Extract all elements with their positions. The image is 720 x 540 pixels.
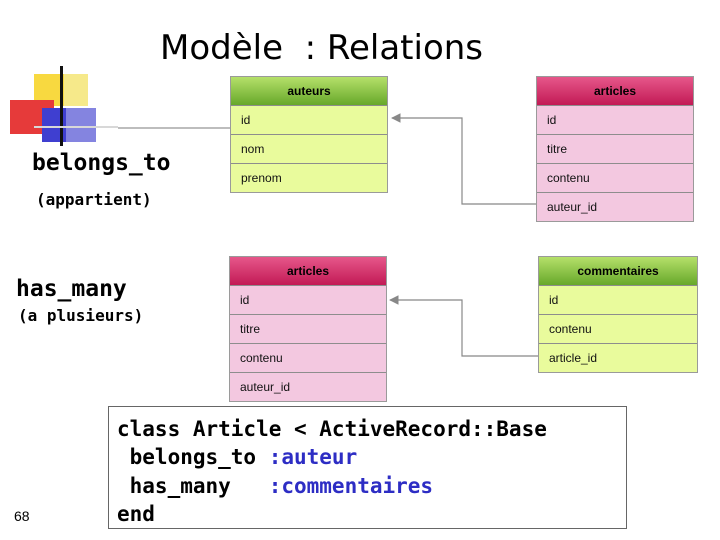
has-many-label: has_many [16, 276, 127, 302]
code-snippet: class Article < ActiveRecord::Base belon… [108, 406, 627, 529]
table-field: prenom [231, 163, 387, 192]
table-field: contenu [537, 163, 693, 192]
table-auteurs: auteurs id nom prenom [230, 76, 388, 193]
code-line-4: end [117, 502, 155, 526]
table-field: id [537, 105, 693, 134]
table-field: auteur_id [230, 372, 386, 401]
table-field: id [539, 285, 697, 314]
table-header: auteurs [231, 77, 387, 105]
table-articles: articles id titre contenu auteur_id [536, 76, 694, 222]
code-line-1: class Article < ActiveRecord::Base [117, 417, 547, 441]
table-commentaires: commentaires id contenu article_id [538, 256, 698, 373]
table-field: article_id [539, 343, 697, 372]
page-title: Modèle : Relations [160, 28, 484, 68]
belongs-to-sublabel-text: (appartient) [36, 190, 152, 209]
table-field: id [231, 105, 387, 134]
code-line-3: has_many :commentaires [117, 474, 433, 498]
table-field: contenu [539, 314, 697, 343]
table-articles-2: articles id titre contenu auteur_id [229, 256, 387, 402]
code-keyword: belongs_to [117, 445, 269, 469]
table-field: nom [231, 134, 387, 163]
table-field: auteur_id [537, 192, 693, 221]
code-keyword: has_many [117, 474, 269, 498]
table-header: articles [537, 77, 693, 105]
table-header: commentaires [539, 257, 697, 285]
code-symbol: :auteur [268, 445, 358, 469]
belongs-to-label: belongs_to [32, 150, 171, 176]
decorative-logo [8, 66, 118, 146]
page-number: 68 [14, 508, 30, 524]
auteur-id-arrow [391, 113, 536, 205]
has-many-sublabel: (a plusieurs) [18, 306, 144, 325]
table-field: id [230, 285, 386, 314]
code-symbol: :commentaires [268, 474, 434, 498]
belongs-to-sublabel: (appartient) [36, 185, 152, 211]
table-field: titre [537, 134, 693, 163]
table-field: contenu [230, 343, 386, 372]
code-line-2: belongs_to :auteur [117, 445, 358, 469]
table-field: titre [230, 314, 386, 343]
table-header: articles [230, 257, 386, 285]
article-id-arrow [389, 295, 538, 357]
